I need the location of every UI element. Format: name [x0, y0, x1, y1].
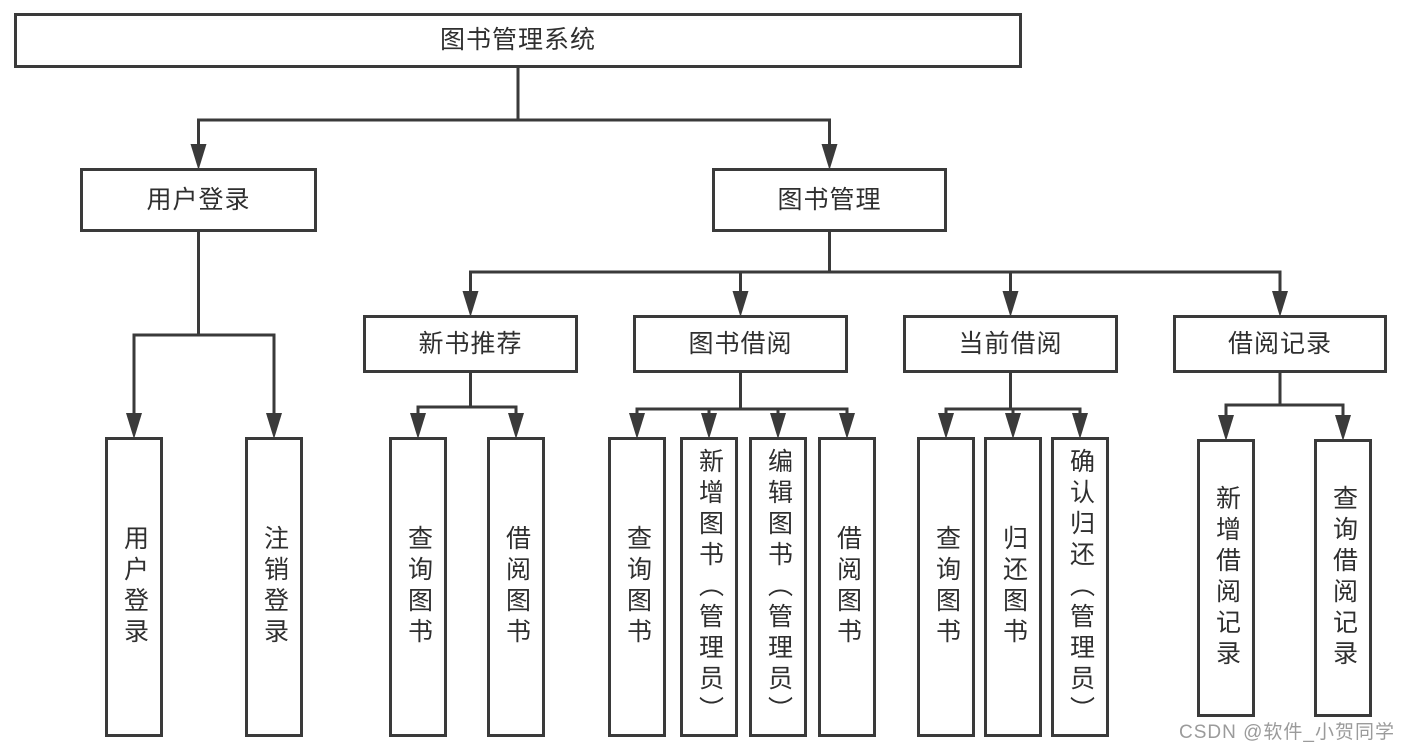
node-user-login: 用户登录: [80, 168, 317, 232]
node-leaf-borrow-book: 借阅图书: [818, 437, 876, 737]
node-label: 当前借阅: [958, 329, 1063, 358]
node-book-mgmt: 图书管理: [712, 168, 947, 232]
node-label: 图书管理系统: [439, 26, 596, 55]
node-label: 确认归还（管理员）: [1066, 447, 1095, 727]
node-label: 注销登录: [260, 525, 289, 649]
arrowhead-leaf-logout: [266, 413, 282, 439]
node-label: 新增借阅记录: [1212, 485, 1241, 671]
arrowhead-leaf-return-book: [1005, 413, 1021, 439]
node-label: 借阅记录: [1227, 329, 1332, 358]
node-label: 查询图书: [932, 525, 961, 649]
node-leaf-edit-book-admin: 编辑图书（管理员）: [749, 437, 807, 737]
arrowhead-leaf-borrow-query-book: [629, 413, 645, 439]
node-leaf-cur-query-book: 查询图书: [917, 437, 975, 737]
node-leaf-add-borrow-record: 新增借阅记录: [1197, 439, 1255, 717]
node-leaf-rec-borrow-book: 借阅图书: [487, 437, 545, 737]
node-leaf-add-book-admin: 新增图书（管理员）: [680, 437, 738, 737]
node-label: 新书推荐: [418, 329, 523, 358]
node-label: 查询图书: [623, 525, 652, 649]
arrowhead-leaf-cur-query-book: [938, 413, 954, 439]
node-leaf-user-login: 用户登录: [105, 437, 163, 737]
node-book-borrow: 图书借阅: [633, 315, 848, 373]
arrowhead-book-mgmt: [821, 144, 838, 170]
node-borrow-records: 借阅记录: [1173, 315, 1387, 373]
node-leaf-return-book: 归还图书: [984, 437, 1042, 737]
arrowhead-user-login: [190, 144, 207, 170]
arrowhead-leaf-borrow-book: [839, 413, 855, 439]
node-label: 查询借阅记录: [1329, 485, 1358, 671]
node-leaf-logout: 注销登录: [245, 437, 303, 737]
node-label: 编辑图书（管理员）: [764, 447, 793, 727]
node-root: 图书管理系统: [14, 13, 1022, 68]
node-new-book-rec: 新书推荐: [363, 315, 578, 373]
arrowhead-leaf-edit-book-admin: [770, 413, 786, 439]
arrowhead-new-book-rec: [462, 291, 479, 317]
node-label: 用户登录: [120, 525, 149, 649]
arrowhead-leaf-query-borrow-record: [1335, 415, 1351, 441]
arrowhead-leaf-confirm-return-admin: [1072, 413, 1088, 439]
node-label: 借阅图书: [502, 525, 531, 649]
watermark: CSDN @软件_小贺同学: [1179, 722, 1395, 743]
node-label: 用户登录: [146, 185, 251, 214]
node-label: 图书管理: [777, 185, 882, 214]
node-leaf-borrow-query-book: 查询图书: [608, 437, 666, 737]
node-label: 查询图书: [404, 525, 433, 649]
node-label: 借阅图书: [833, 525, 862, 649]
node-current-borrow: 当前借阅: [903, 315, 1118, 373]
arrowhead-current-borrow: [1002, 291, 1019, 317]
arrowhead-leaf-add-book-admin: [701, 413, 717, 439]
node-leaf-rec-query-book: 查询图书: [389, 437, 447, 737]
arrowhead-book-borrow: [732, 291, 749, 317]
node-label: 归还图书: [999, 525, 1028, 649]
node-leaf-query-borrow-record: 查询借阅记录: [1314, 439, 1372, 717]
arrowhead-leaf-user-login: [126, 413, 142, 439]
arrowhead-borrow-records: [1272, 291, 1288, 317]
node-label: 图书借阅: [688, 329, 793, 358]
arrowhead-leaf-rec-borrow-book: [508, 413, 524, 439]
arrowhead-leaf-rec-query-book: [410, 413, 426, 439]
node-label: 新增图书（管理员）: [695, 447, 724, 727]
node-leaf-confirm-return-admin: 确认归还（管理员）: [1051, 437, 1109, 737]
arrowhead-leaf-add-borrow-record: [1218, 415, 1234, 441]
